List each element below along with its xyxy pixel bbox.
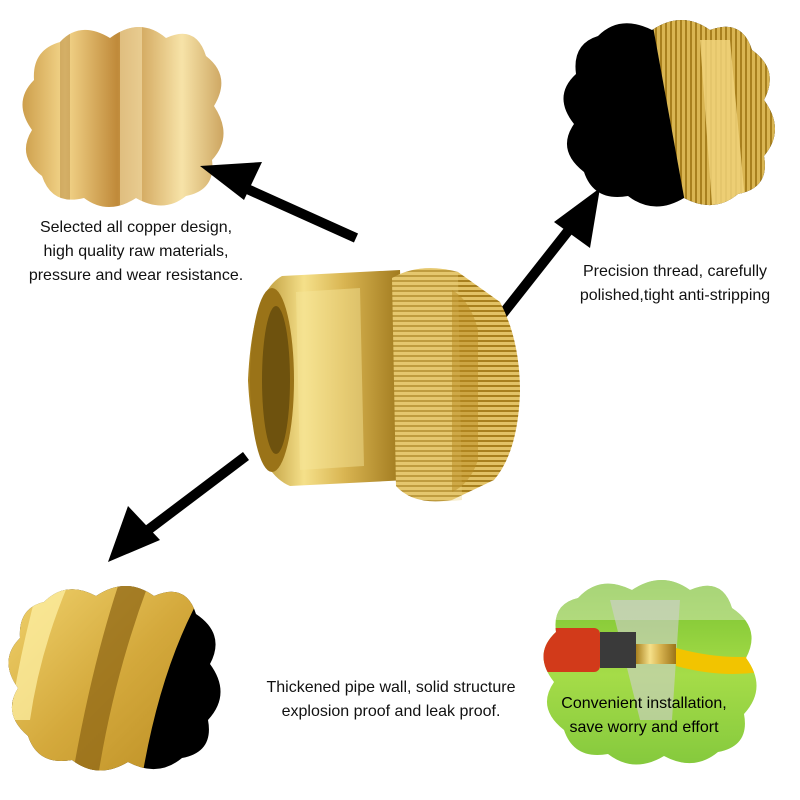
caption-line: Selected all copper design, [39,219,233,236]
arrow-to-pipe-wall [108,452,250,562]
feature-caption-copper: Selected all copper design, high quality… [0,216,272,288]
copper-swatch-image [22,27,224,207]
thread-closeup-image [563,20,775,207]
installation-scene-image [543,580,757,765]
caption-line: Thickened pipe wall, solid structure [266,679,516,696]
caption-line: high quality raw materials, [43,243,229,260]
caption-line: save worry and effort [569,719,719,736]
caption-line: explosion proof and leak proof. [281,703,501,720]
arrow-to-copper [200,162,359,243]
caption-line: polished,tight anti-stripping [579,287,771,304]
feature-caption-thread: Precision thread, carefully polished,tig… [570,260,780,308]
caption-line: pressure and wear resistance. [28,267,244,284]
brass-connector-image [248,268,520,502]
arrow-to-thread [486,188,600,334]
feature-caption-installation: Convenient installation, save worry and … [556,692,732,740]
caption-line: Convenient installation, [561,695,727,712]
caption-line: Precision thread, carefully [582,263,768,280]
feature-caption-pipe-wall: Thickened pipe wall, solid structure exp… [260,676,522,724]
pipe-wall-image [8,586,221,771]
